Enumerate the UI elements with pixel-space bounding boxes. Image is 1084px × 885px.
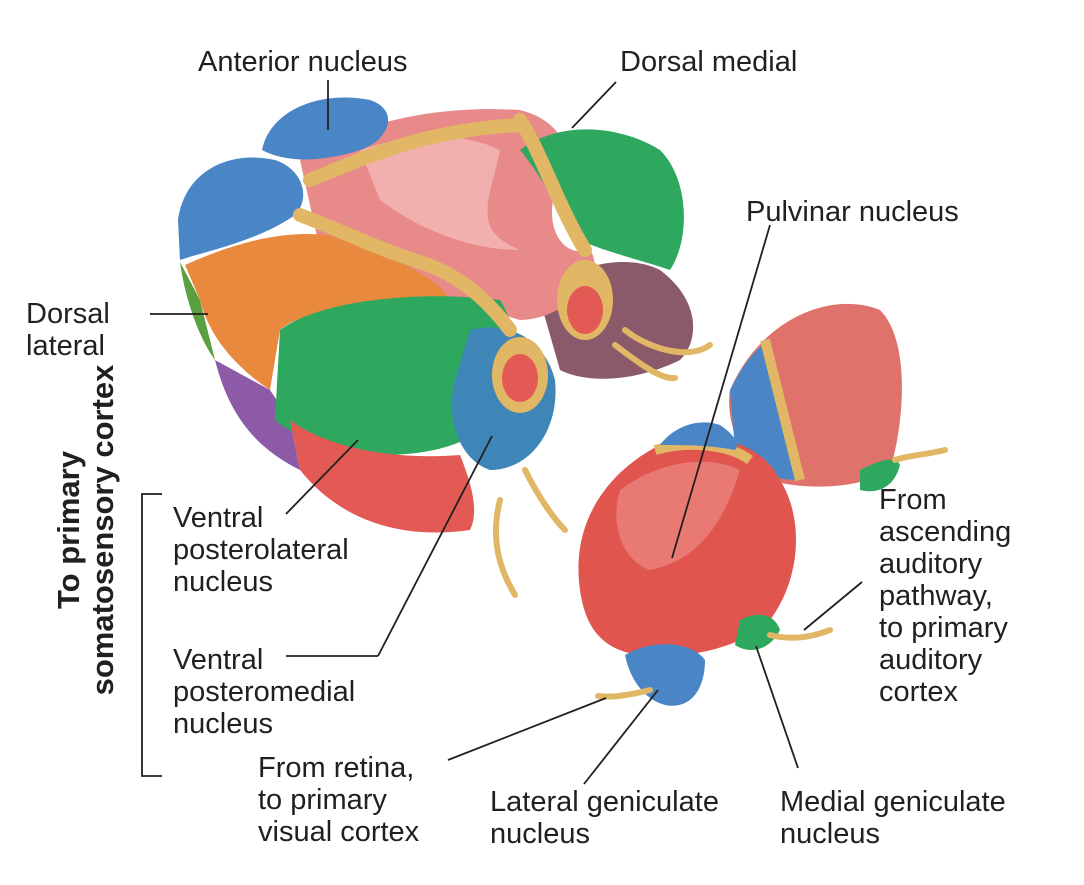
label-dorsal-lateral: Dorsal lateral [26,298,110,362]
bracket [141,493,162,777]
back-segment-band [760,338,805,482]
auditory-fiber [767,627,833,641]
leader-retina [447,697,607,761]
main-thalamus [178,97,713,598]
label-lateral-geniculate: Lateral geniculate nucleus [490,786,719,850]
medial-highlight [360,136,520,250]
pulvinar-top-blue [660,422,737,450]
leader-dorsal-medial [571,81,617,129]
internal-medullary-lamina [293,113,592,337]
lateral-posterior-region [215,360,300,470]
label-pulvinar-nucleus: Pulvinar nucleus [746,196,959,228]
leader-pulvinar [671,224,771,559]
fiber-4 [612,342,678,382]
medial-geniculate-region [735,614,780,650]
leader-auditory [803,581,863,631]
label-from-ascending-auditory: From ascending auditory pathway, to prim… [879,484,1012,708]
fiber-2 [522,467,568,533]
back-segment-green [860,459,900,492]
leader-vpm-d [377,435,493,657]
posterior-lobe [578,303,948,706]
ventral-posterolateral-region [290,420,475,533]
label-to-primary-somatosensory-cortex: To primary somatosensory cortex [51,364,120,696]
label-medial-geniculate: Medial geniculate nucleus [780,786,1006,850]
red-nucleus-back-inner [567,286,603,334]
label-anterior-nucleus: Anterior nucleus [198,46,408,78]
dorsal-orange-region [185,234,450,390]
label-ventral-posterolateral: Ventral posterolateral nucleus [173,502,349,598]
lateral-geniculate-region [625,644,705,706]
retina-fiber [595,687,653,700]
dorsal-medial-region [520,129,684,270]
label-from-retina: From retina, to primary visual cortex [258,752,420,848]
fiber-1 [492,497,518,598]
pulvinar-highlight [616,461,740,570]
anterior-lobe-2 [178,157,304,260]
leader-lateral-geniculate [583,689,659,785]
dorsal-lateral-region [180,262,215,360]
fiber-3 [622,327,713,356]
anterior-lobe-1 [262,97,389,160]
back-fiber [892,447,948,463]
leader-vpl [285,439,359,515]
red-nucleus-front-inner [502,354,538,402]
back-segment-blue [730,340,800,480]
leader-medial-geniculate [755,645,799,769]
label-ventral-posteromedial: Ventral posteromedial nucleus [173,644,356,740]
leader-lines [141,80,863,785]
label-dorsal-medial: Dorsal medial [620,46,798,78]
